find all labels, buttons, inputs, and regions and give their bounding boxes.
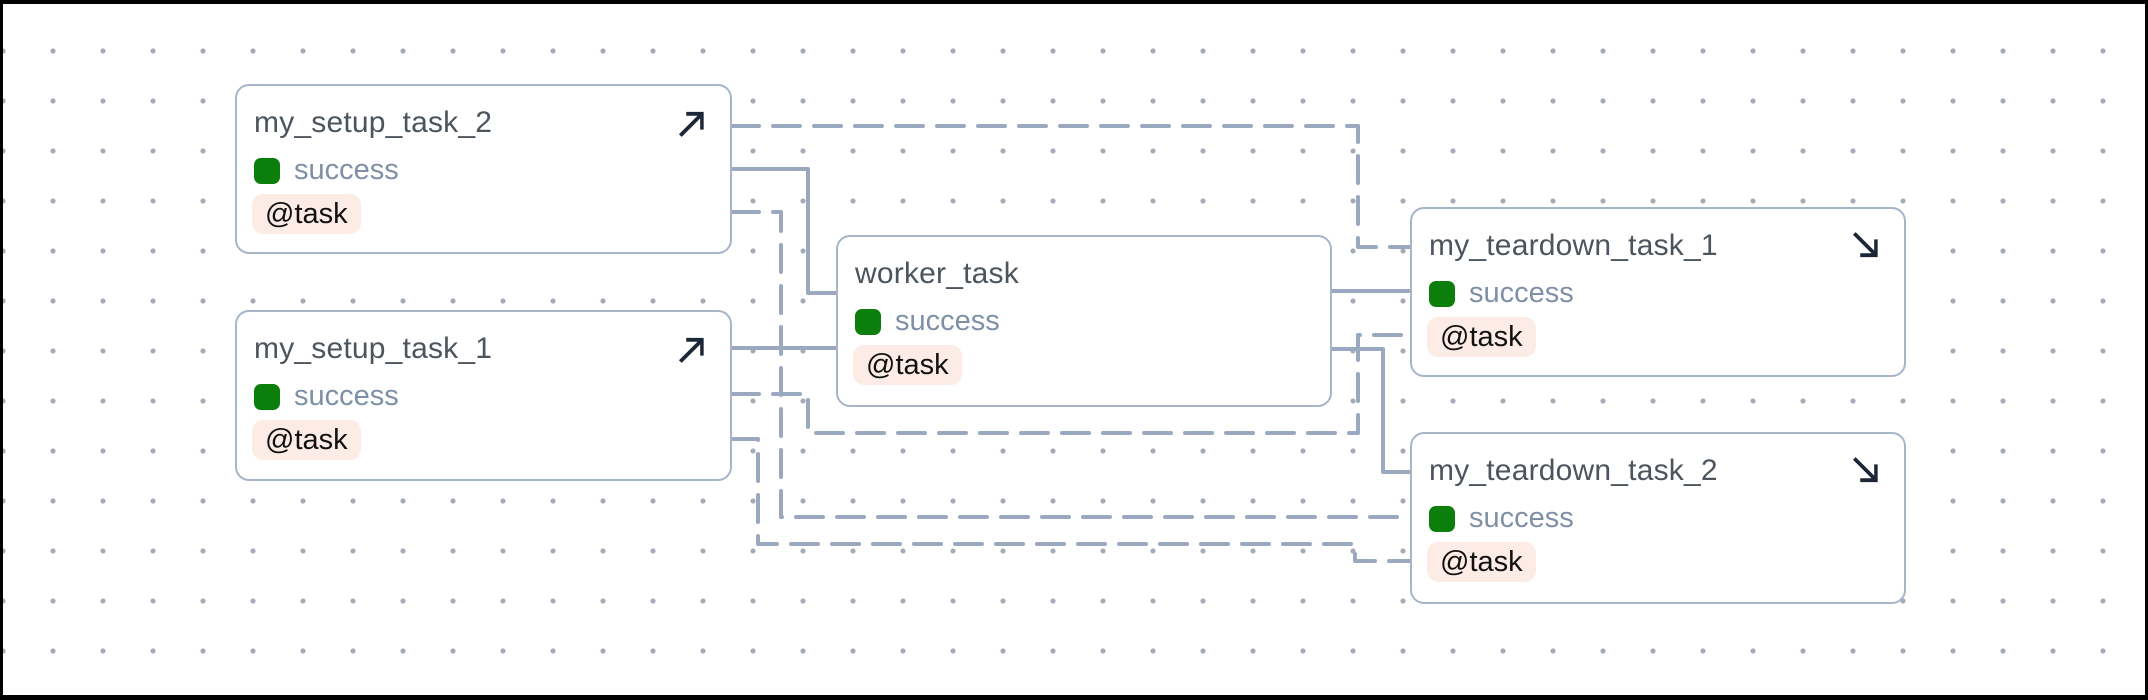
task-decorator-badge: @task (1427, 317, 1536, 357)
status-success-icon (254, 157, 280, 184)
task-node-my-teardown-task-2[interactable]: my_teardown_task_2 success @task (1410, 432, 1906, 604)
status-label: success (1469, 502, 1574, 534)
status-label: success (895, 305, 1000, 337)
edge-my_setup_task_1-to-my_teardown_task_1 (730, 333, 1412, 435)
task-node-my-setup-task-2[interactable]: my_setup_task_2 success @task (235, 84, 732, 254)
teardown-arrow-icon (1846, 227, 1884, 265)
status-success-icon (1429, 505, 1455, 532)
setup-arrow-icon (672, 104, 710, 142)
status-row: success (254, 380, 399, 413)
setup-arrow-icon (672, 330, 710, 368)
edge-layer (730, 124, 1412, 563)
task-name: my_setup_task_1 (254, 332, 493, 365)
task-node-worker-task[interactable]: worker_task success @task (836, 235, 1332, 407)
edge-my_setup_task_2-to-my_teardown_task_1 (730, 124, 1412, 249)
status-row: success (855, 305, 1000, 338)
task-decorator-badge: @task (1427, 542, 1536, 582)
status-label: success (294, 154, 399, 186)
edge-my_setup_task_1-to-my_teardown_task_2 (730, 437, 1412, 563)
task-decorator-badge: @task (252, 420, 361, 460)
status-label: success (294, 380, 399, 412)
status-row: success (1429, 277, 1574, 310)
task-name: my_setup_task_2 (254, 106, 493, 139)
status-success-icon (254, 383, 280, 410)
task-decorator-badge: @task (252, 194, 361, 234)
task-name: worker_task (855, 257, 1019, 290)
task-decorator-badge: @task (853, 345, 962, 385)
edge-my_setup_task_2-to-my_teardown_task_2 (730, 210, 1412, 519)
status-row: success (254, 154, 399, 187)
task-name: my_teardown_task_2 (1429, 454, 1718, 487)
task-name: my_teardown_task_1 (1429, 229, 1718, 262)
status-row: success (1429, 502, 1574, 535)
task-node-my-setup-task-1[interactable]: my_setup_task_1 success @task (235, 310, 732, 481)
status-success-icon (855, 308, 881, 335)
status-success-icon (1429, 280, 1455, 307)
edge-worker_task-to-my_teardown_task_2 (1332, 347, 1410, 474)
status-label: success (1469, 277, 1574, 309)
task-node-my-teardown-task-1[interactable]: my_teardown_task_1 success @task (1410, 207, 1906, 377)
teardown-arrow-icon (1846, 452, 1884, 490)
edge-my_setup_task_2-to-worker_task (732, 167, 836, 295)
